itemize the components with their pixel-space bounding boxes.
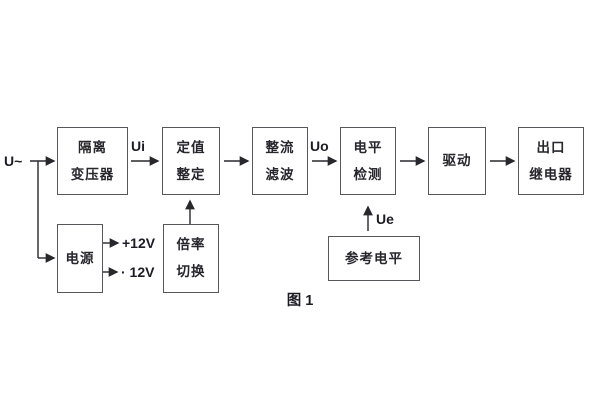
label-input-signal: U~ [4,153,23,169]
block-level-detection: 电平 检测 [340,127,396,195]
block-label: 变压器 [70,166,115,182]
figure-caption: 图 1 [286,293,314,309]
block-label: 继电器 [529,166,573,182]
block-label: 倍率 [176,237,206,253]
block-label: 出口 [536,140,566,155]
block-label: 整流 [265,140,295,155]
block-label: 电平 [353,140,383,155]
block-label: 参考电平 [345,250,403,266]
block-label: 电源 [65,250,95,266]
block-setting-adjust: 定值 整定 [162,127,220,195]
block-power-supply: 电源 [57,224,103,293]
label-uo: Uo [310,138,329,154]
block-output-relay: 出口 继电器 [518,127,584,195]
block-label: 检测 [353,166,383,182]
block-isolation-transformer: 隔离 变压器 [57,127,128,195]
block-reference-level: 参考电平 [328,236,420,281]
block-label: 隔离 [78,140,107,155]
block-label: 定值 [176,140,206,155]
label-plus-12v: +12V [122,235,156,251]
block-driver: 驱动 [428,127,486,195]
block-label: 滤波 [265,166,295,182]
block-label: 驱动 [442,153,472,169]
block-label: 切换 [176,264,206,280]
block-label: 整定 [176,166,206,182]
label-ue: Ue [376,211,394,227]
label-ui: Ui [131,138,145,154]
block-ratio-switch: 倍率 切换 [163,224,219,293]
label-minus-12v: · 12V [121,264,155,280]
block-rectifier-filter: 整流 滤波 [252,127,308,195]
